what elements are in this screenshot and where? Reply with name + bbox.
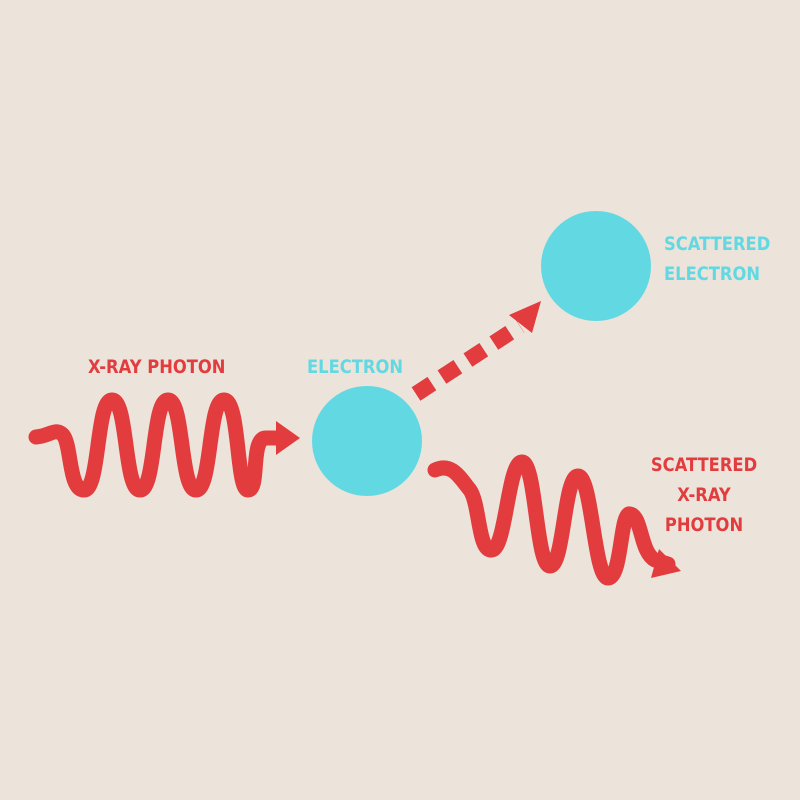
scattered-photon-label-line-1: SCATTERED: [650, 454, 758, 476]
scattered-photon-label: SCATTERED X-RAY PHOTON: [647, 450, 761, 540]
incoming-photon-arrow: [28, 392, 300, 498]
incoming-photon-wave: [28, 392, 286, 498]
electron-recoil-dashed-line: [411, 319, 525, 401]
electron-recoil-arrow: [411, 301, 541, 401]
incoming-photon-arrowhead: [276, 421, 300, 455]
scattered-photon-label-line-3: PHOTON: [664, 514, 744, 536]
scattered-photon-arrow: [427, 454, 681, 586]
scattered-electron-label: SCATTERED ELECTRON: [664, 229, 770, 289]
scattered-photon-arrowhead: [651, 549, 681, 578]
scattered-electron-circle: [541, 211, 651, 321]
electron-circle: [312, 386, 422, 496]
scattered-electron-label-line-1: SCATTERED: [664, 233, 771, 255]
scattered-photon-label-line-2: X-RAY: [677, 484, 731, 506]
scattered-photon-wave: [427, 454, 676, 586]
scattered-electron-label-line-2: ELECTRON: [664, 263, 761, 285]
incoming-photon-label: X-RAY PHOTON: [88, 356, 226, 378]
electron-label: ELECTRON: [307, 356, 404, 378]
electron-recoil-arrowhead: [509, 301, 541, 333]
